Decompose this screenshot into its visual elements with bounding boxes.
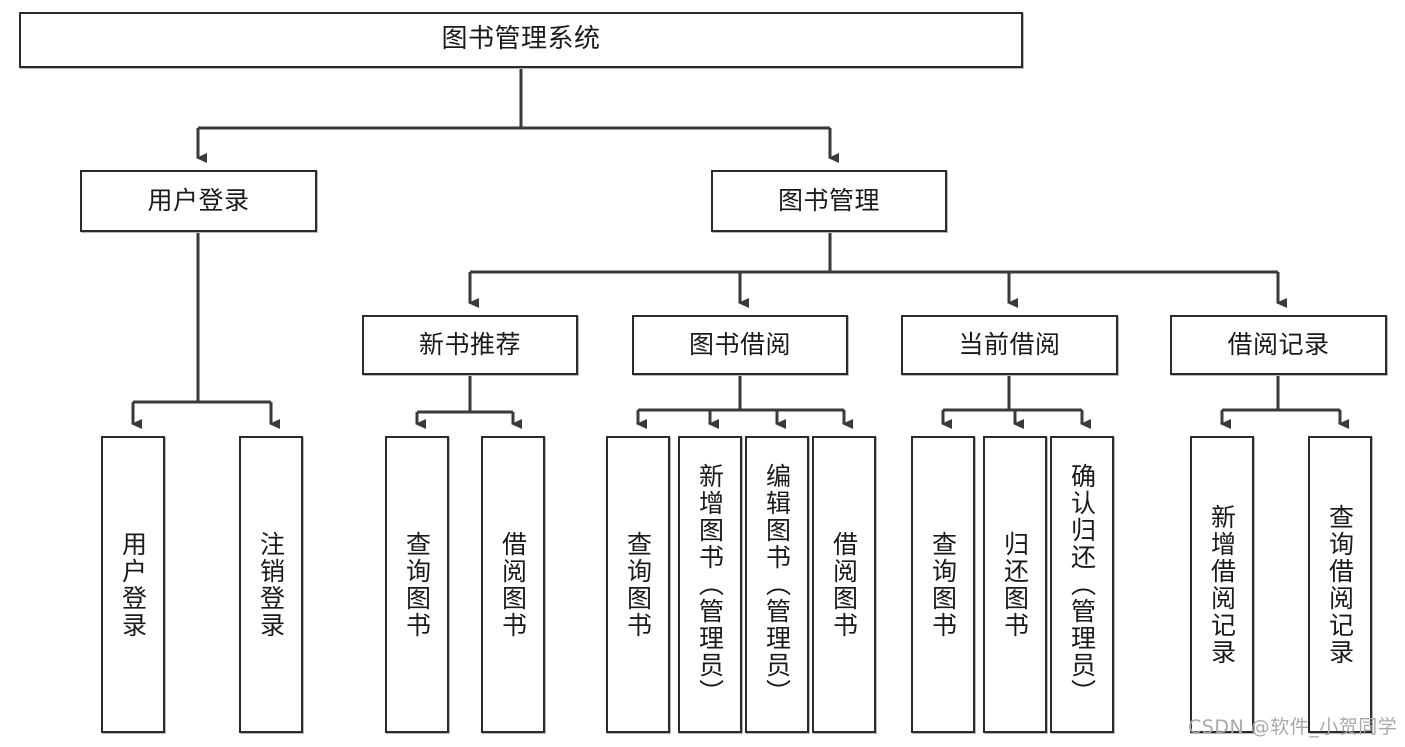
node-label: 编辑图书（管理员） [762,463,792,706]
node-label: 图书管理 [777,185,880,215]
leaf-query-book-current[interactable]: 查询图书 [911,436,975,733]
node-label: 当前借阅 [958,329,1061,359]
node-label: 用户登录 [118,530,148,639]
node-label: 查询图书 [928,530,958,639]
node-label: 查询借阅记录 [1325,503,1355,666]
node-borrow-record[interactable]: 借阅记录 [1170,315,1387,375]
leaf-return-book[interactable]: 归还图书 [983,436,1047,733]
node-label: 新增借阅记录 [1207,503,1237,666]
node-current-borrow[interactable]: 当前借阅 [901,315,1118,375]
leaf-confirm-return-admin[interactable]: 确认归还（管理员） [1050,436,1114,733]
node-label: 用户登录 [147,185,250,215]
node-label: 借阅图书 [829,530,859,639]
leaf-query-borrow-record[interactable]: 查询借阅记录 [1308,436,1372,733]
node-label: 确认归还（管理员） [1067,463,1097,706]
node-book-manage[interactable]: 图书管理 [711,170,947,232]
leaf-logout[interactable]: 注销登录 [239,436,303,733]
node-user-login[interactable]: 用户登录 [80,170,317,232]
leaf-query-book-new-rec[interactable]: 查询图书 [385,436,449,733]
leaf-edit-book-admin[interactable]: 编辑图书（管理员） [745,436,809,733]
node-label: 查询图书 [623,530,653,639]
node-new-book-rec[interactable]: 新书推荐 [362,315,578,375]
node-label: 借阅图书 [498,530,528,639]
node-label: 归还图书 [1000,530,1030,639]
leaf-query-book-borrow[interactable]: 查询图书 [606,436,670,733]
node-label: 注销登录 [256,530,286,639]
leaf-add-book-admin[interactable]: 新增图书（管理员） [678,436,742,733]
node-label: 新书推荐 [418,329,521,359]
node-label: 图书借阅 [688,329,791,359]
node-label: 查询图书 [402,530,432,639]
node-label: 新增图书（管理员） [695,463,725,706]
leaf-add-borrow-record[interactable]: 新增借阅记录 [1190,436,1254,733]
node-root-system[interactable]: 图书管理系统 [19,12,1023,68]
node-book-borrow[interactable]: 图书借阅 [632,315,848,375]
leaf-borrow-book[interactable]: 借阅图书 [812,436,876,733]
node-label: 图书管理系统 [441,24,601,55]
leaf-borrow-book-new-rec[interactable]: 借阅图书 [481,436,545,733]
leaf-user-login[interactable]: 用户登录 [101,436,165,733]
node-label: 借阅记录 [1227,329,1330,359]
